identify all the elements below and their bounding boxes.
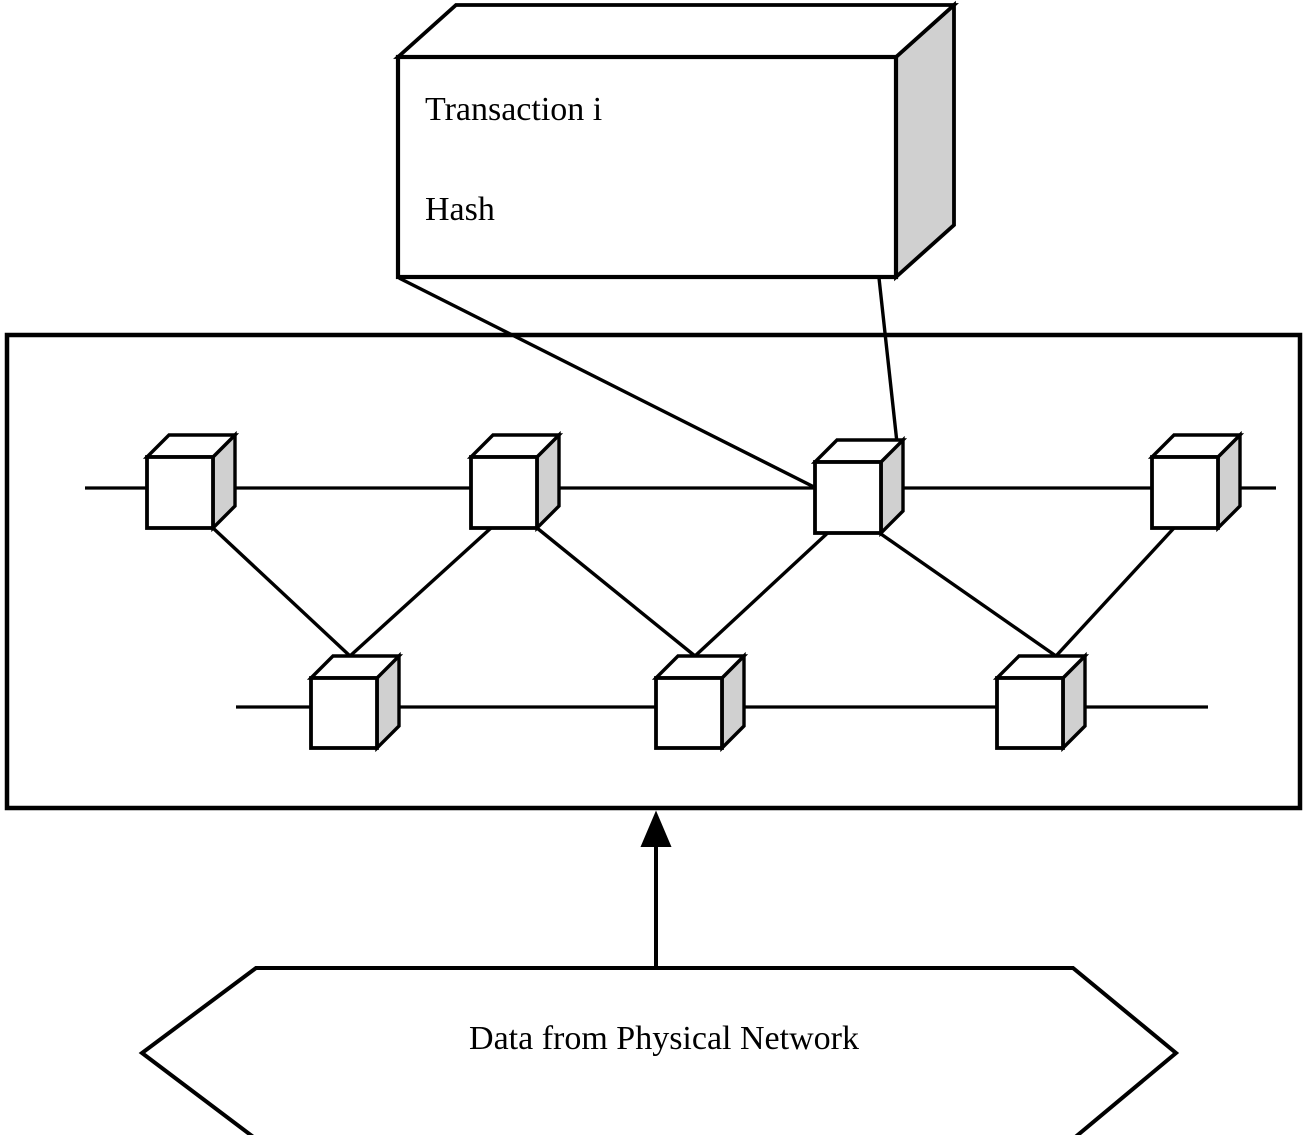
node-cube-6[interactable]: [651, 651, 749, 753]
arrow-head-icon: [640, 810, 672, 847]
data-source-hexagon[interactable]: Data from Physical Network: [138, 966, 1180, 1135]
connector-block-to-node3-right: [877, 277, 900, 453]
cube-front-face: [813, 460, 883, 535]
hexagon-shape: [138, 966, 1180, 1135]
node-cube-1[interactable]: [142, 430, 240, 533]
link-node2-node6: [535, 526, 697, 658]
transaction-block[interactable]: Transaction i Hash: [393, 0, 959, 282]
cube-front-face: [995, 676, 1065, 750]
node-cube-4[interactable]: [1147, 430, 1245, 533]
connector-block-to-node3-left: [398, 276, 819, 491]
cube-front-face: [309, 676, 379, 750]
block-front-face: [395, 54, 899, 280]
data-flow-arrow: [640, 810, 672, 968]
link-node3-node6: [693, 526, 835, 658]
cube-front-face: [469, 455, 539, 530]
link-node1-node5: [211, 526, 352, 658]
link-node4-node7: [1054, 526, 1176, 658]
link-node2-node5: [348, 526, 493, 658]
node-cube-5[interactable]: [306, 651, 404, 753]
hash-label: Hash: [425, 191, 495, 228]
cube-front-face: [654, 676, 724, 750]
node-cube-7[interactable]: [992, 651, 1090, 753]
link-node3-node7: [880, 532, 1057, 658]
node-cube-2[interactable]: [466, 430, 564, 533]
block-top-face: [393, 3, 959, 59]
data-source-label: Data from Physical Network: [469, 1020, 859, 1057]
network-boundary: [4, 332, 1303, 811]
cube-front-face: [145, 455, 215, 530]
cube-front-face: [1150, 455, 1220, 530]
node-cube-3[interactable]: [810, 435, 908, 538]
transaction-label: Transaction i: [425, 91, 602, 128]
